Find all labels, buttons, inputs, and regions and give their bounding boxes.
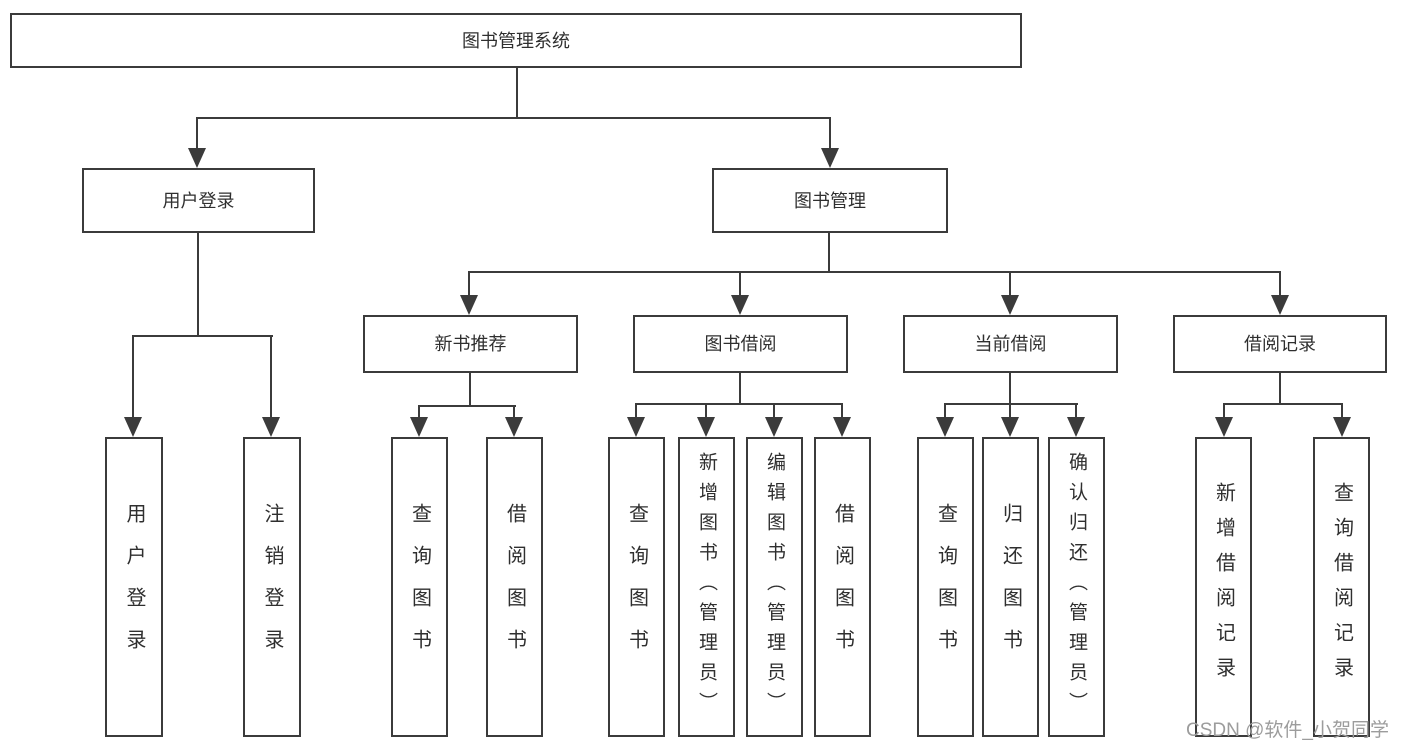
arrow-down-icon [833, 417, 851, 437]
arrow-down-icon [1215, 417, 1233, 437]
connector-line [841, 403, 843, 419]
leaf-user-login: 用户登录 [105, 437, 163, 737]
arrow-down-icon [627, 417, 645, 437]
connector-line [828, 231, 830, 273]
connector-line [1009, 271, 1011, 297]
node-book-borrow-label: 图书借阅 [704, 334, 777, 354]
connector-line [739, 371, 741, 405]
node-new-book-recommend: 新书推荐 [363, 315, 578, 373]
connector-line [418, 405, 420, 419]
node-new-book-recommend-label: 新书推荐 [434, 334, 507, 354]
leaf-br-query-record: 查询借阅记录 [1313, 437, 1370, 737]
arrow-down-icon [936, 417, 954, 437]
node-user-login-label: 用户登录 [162, 190, 235, 211]
node-book-management-label: 图书管理 [794, 190, 866, 211]
node-current-borrow: 当前借阅 [903, 315, 1118, 373]
connector-line [132, 335, 273, 337]
connector-line [1075, 403, 1077, 419]
arrow-down-icon [731, 295, 749, 315]
connector-line [132, 335, 134, 419]
arrow-down-icon [262, 417, 280, 437]
connector-line [513, 405, 515, 419]
connector-line [468, 271, 1281, 273]
leaf-bb-add-books-admin: 新增图书（管理员） [678, 437, 735, 737]
arrow-down-icon [410, 417, 428, 437]
node-borrow-records-label: 借阅记录 [1244, 334, 1316, 354]
arrow-down-icon [1333, 417, 1351, 437]
connector-line [773, 403, 775, 419]
connector-line [196, 117, 831, 119]
node-borrow-records: 借阅记录 [1173, 315, 1387, 373]
node-current-borrow-label: 当前借阅 [974, 334, 1047, 354]
node-user-login: 用户登录 [82, 168, 315, 233]
connector-line [829, 117, 831, 150]
connector-line [944, 403, 946, 419]
leaf-bb-edit-books-admin: 编辑图书（管理员） [746, 437, 803, 737]
arrow-down-icon [505, 417, 523, 437]
arrow-down-icon [1271, 295, 1289, 315]
arrow-down-icon [1067, 417, 1085, 437]
arrow-down-icon [124, 417, 142, 437]
connector-line [197, 231, 199, 337]
arrow-down-icon [1001, 417, 1019, 437]
csdn-watermark: CSDN @软件_小贺同学 [1186, 720, 1389, 741]
connector-line [1279, 271, 1281, 297]
leaf-cb-confirm-return-admin: 确认归还（管理员） [1048, 437, 1105, 737]
node-root-label: 图书管理系统 [462, 30, 570, 51]
arrow-down-icon [188, 148, 206, 168]
connector-line [944, 403, 1078, 405]
connector-line [418, 405, 516, 407]
connector-line [705, 403, 707, 419]
connector-line [635, 403, 637, 419]
arrow-down-icon [765, 417, 783, 437]
arrow-down-icon [460, 295, 478, 315]
leaf-cb-query-books: 查询图书 [917, 437, 974, 737]
connector-line [1223, 403, 1225, 419]
arrow-down-icon [821, 148, 839, 168]
connector-line [1009, 371, 1011, 405]
connector-line [196, 117, 198, 150]
connector-line [1009, 403, 1011, 419]
connector-line [1341, 403, 1343, 419]
leaf-nb-query-books: 查询图书 [391, 437, 448, 737]
connector-line [270, 335, 272, 419]
node-root: 图书管理系统 [10, 13, 1022, 68]
connector-line [469, 371, 471, 407]
leaf-bb-query-books: 查询图书 [608, 437, 665, 737]
connector-line [635, 403, 843, 405]
leaf-nb-borrow-books: 借阅图书 [486, 437, 543, 737]
leaf-bb-borrow-books: 借阅图书 [814, 437, 871, 737]
leaf-br-add-record: 新增借阅记录 [1195, 437, 1252, 737]
connector-line [468, 271, 470, 297]
leaf-logout: 注销登录 [243, 437, 301, 737]
node-book-borrow: 图书借阅 [633, 315, 848, 373]
leaf-cb-return-books: 归还图书 [982, 437, 1039, 737]
arrow-down-icon [697, 417, 715, 437]
node-book-management: 图书管理 [712, 168, 948, 233]
arrow-down-icon [1001, 295, 1019, 315]
connector-line [516, 66, 518, 119]
connector-line [739, 271, 741, 297]
connector-line [1223, 403, 1343, 405]
connector-line [1279, 371, 1281, 405]
